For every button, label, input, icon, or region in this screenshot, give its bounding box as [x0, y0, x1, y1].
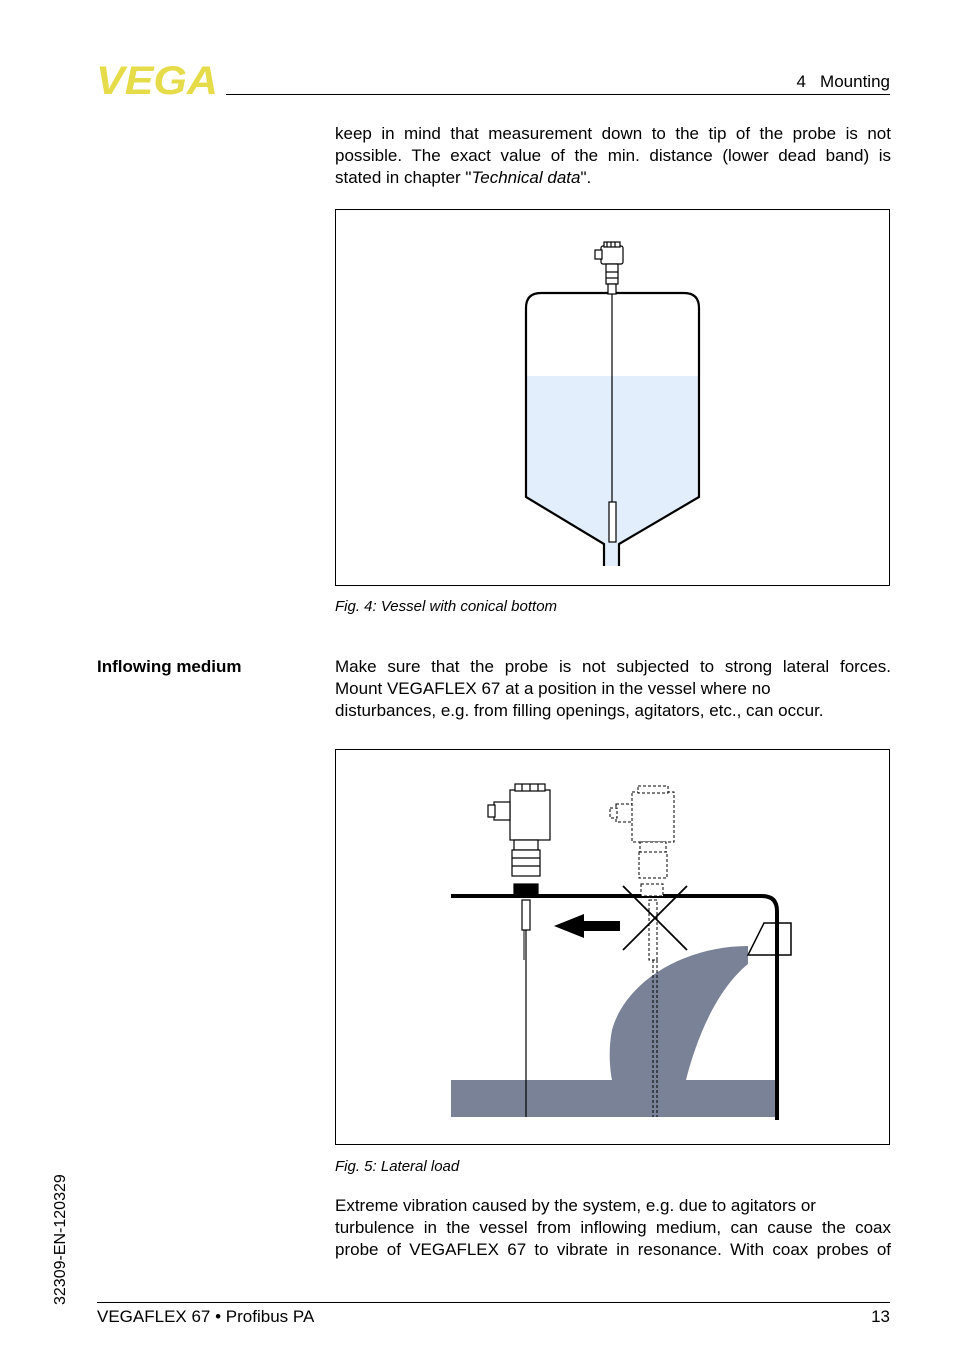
chapter-title: 4 Mounting	[796, 72, 890, 91]
sensor-housing	[594, 241, 624, 295]
vessel-conical-bottom-diagram	[524, 241, 701, 566]
force-arrow	[554, 914, 620, 938]
inlet-pipe	[746, 922, 792, 956]
inflowing-paragraph: Make sure that the probe is not subjecte…	[335, 656, 891, 722]
footer-product: VEGAFLEX 67 • Profibus PA	[97, 1307, 315, 1326]
closing-line-1: Extreme vibration caused by the system, …	[335, 1196, 816, 1215]
closing-line-3: probe of VEGAFLEX 67 to vibrate in reson…	[335, 1240, 891, 1259]
probe-weight	[608, 501, 617, 543]
sensor-correct	[487, 783, 551, 931]
cross-mark	[622, 885, 688, 951]
figure-4-caption: Fig. 4: Vessel with conical bottom	[335, 598, 558, 615]
closing-line-2: turbulence in the vessel from inflowing …	[335, 1218, 891, 1237]
figure-5-caption: Fig. 5: Lateral load	[335, 1158, 460, 1175]
intro-line-1: keep in mind that measurement down to th…	[335, 124, 891, 143]
figure-5-frame	[335, 749, 890, 1145]
sensor-wrong	[609, 785, 675, 961]
inflowing-line-1: Make sure that the probe is not subjecte…	[335, 657, 891, 676]
closing-paragraph: Extreme vibration caused by the system, …	[335, 1195, 891, 1261]
header-rule	[226, 94, 890, 95]
medium-pool	[451, 1080, 778, 1117]
page-number: 13	[871, 1307, 890, 1326]
section-heading: Inflowing medium	[97, 657, 242, 676]
technical-data-reference: Technical data	[471, 168, 581, 187]
figure-4-frame	[335, 209, 890, 586]
intro-line-2: possible. The exact value of the min. di…	[335, 146, 891, 165]
vega-logo: VEGA	[96, 62, 218, 98]
intro-line-3-post: ".	[580, 168, 592, 187]
vessel-wall	[451, 894, 779, 1120]
intro-line-3-pre: stated in chapter "	[335, 168, 472, 187]
intro-paragraph: keep in mind that measurement down to th…	[335, 123, 891, 189]
inflowing-line-3: disturbances, e.g. from filling openings…	[335, 701, 824, 720]
intro-line-3: stated in chapter "Technical data".	[335, 167, 891, 189]
footer-rule	[97, 1302, 890, 1303]
document-id: 32309-EN-120329	[52, 1174, 69, 1305]
inflowing-line-2: Mount VEGAFLEX 67 at a position in the v…	[335, 679, 771, 698]
svg-text:VEGA: VEGA	[96, 62, 218, 98]
lateral-load-diagram	[451, 783, 792, 1120]
inflow-stream	[609, 946, 748, 1080]
